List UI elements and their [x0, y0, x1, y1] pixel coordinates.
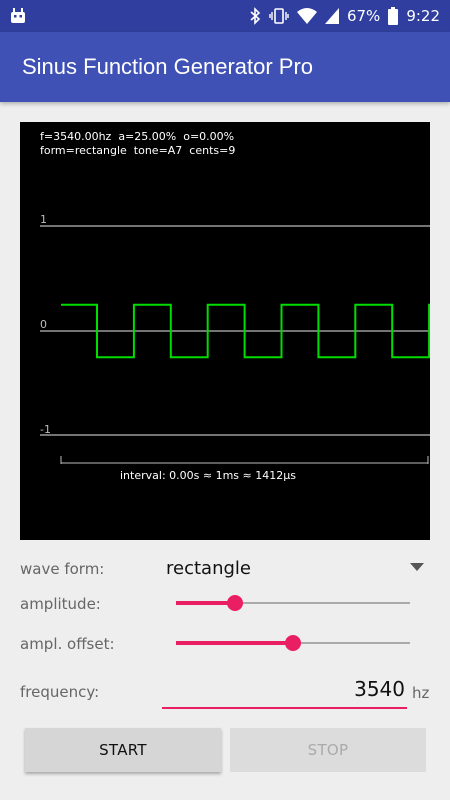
dropdown-arrow-icon[interactable]	[410, 563, 424, 571]
amplitude-slider-track	[176, 602, 410, 604]
interval-label: interval: 0.00s ≈ 1ms ≈ 1412µs	[120, 469, 296, 482]
battery-percentage: 67%	[346, 7, 381, 25]
vibrate-icon	[269, 8, 289, 24]
clock: 9:22	[406, 7, 440, 25]
y-label-top: 1	[40, 213, 47, 226]
start-button[interactable]: START	[25, 728, 221, 772]
frequency-label: frequency:	[20, 683, 100, 701]
status-bar: 67% 9:22	[0, 0, 450, 32]
app-bar: Sinus Function Generator Pro	[0, 32, 450, 102]
amplitude-slider-thumb[interactable]	[226, 595, 243, 611]
frequency-input[interactable]	[162, 675, 407, 709]
square-wave-trace	[61, 303, 430, 359]
signal-icon	[324, 8, 339, 24]
stop-button[interactable]: STOP	[230, 728, 426, 772]
offset-label: ampl. offset:	[20, 635, 115, 653]
offset-slider-fill	[176, 641, 293, 645]
signal-info-line2: form=rectangle tone=A7 cents=9	[40, 144, 236, 157]
bluetooth-icon	[249, 7, 261, 25]
android-bot-icon	[8, 6, 28, 26]
offset-slider-thumb[interactable]	[285, 635, 301, 651]
wifi-icon	[296, 8, 317, 24]
amplitude-slider[interactable]	[176, 593, 410, 613]
battery-icon	[388, 7, 399, 25]
amplitude-slider-fill	[176, 601, 235, 605]
waveform-display: f=3540.00hz a=25.00% o=0.00% form=rectan…	[20, 122, 430, 540]
frequency-unit: hz	[412, 684, 430, 702]
amplitude-label: amplitude:	[20, 595, 101, 613]
y-label-bottom: -1	[40, 423, 51, 436]
signal-info-line1: f=3540.00hz a=25.00% o=0.00%	[40, 130, 235, 143]
offset-slider[interactable]	[176, 633, 410, 653]
waveform-plot: 1 0 -1 interval: 0.00s ≈ 1ms ≈ 1412µs	[40, 213, 430, 482]
app-title: Sinus Function Generator Pro	[22, 54, 314, 79]
y-label-zero: 0	[40, 318, 47, 331]
wave-form-select[interactable]: rectangle	[166, 558, 251, 579]
wave-form-label: wave form:	[20, 560, 105, 578]
